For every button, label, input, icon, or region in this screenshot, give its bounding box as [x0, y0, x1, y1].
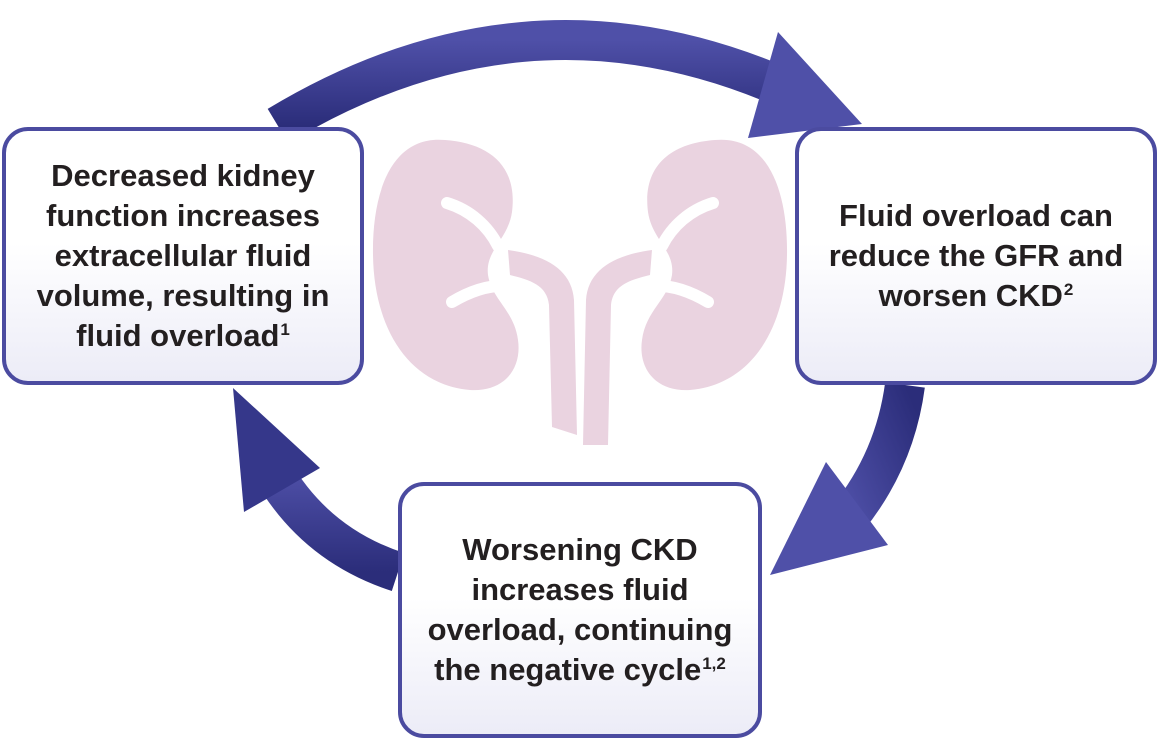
box-bottom-reference: 1,2	[702, 653, 726, 673]
left-kidney	[372, 139, 577, 435]
kidneys-icon	[372, 139, 788, 445]
box-left-reference: 1	[280, 319, 290, 339]
box-right-text: Fluid overload can reduce the GFR and wo…	[817, 196, 1135, 316]
arrow-top	[267, 20, 862, 144]
box-right-reference: 2	[1063, 279, 1074, 299]
arrow-right	[770, 382, 925, 575]
arrow-bottom-left	[233, 388, 405, 592]
box-right-label: Fluid overload can reduce the GFR and wo…	[828, 198, 1124, 313]
box-left-label: Decreased kidney function increases extr…	[36, 158, 330, 353]
right-kidney	[583, 139, 788, 445]
box-worsening-ckd: Worsening CKD increases fluid overload, …	[398, 482, 762, 738]
box-bottom-text: Worsening CKD increases fluid overload, …	[416, 530, 744, 690]
box-decreased-kidney-function: Decreased kidney function increases extr…	[2, 127, 364, 385]
box-bottom-label: Worsening CKD increases fluid overload, …	[427, 532, 733, 687]
box-fluid-overload: Fluid overload can reduce the GFR and wo…	[795, 127, 1157, 385]
box-left-text: Decreased kidney function increases extr…	[26, 156, 340, 356]
